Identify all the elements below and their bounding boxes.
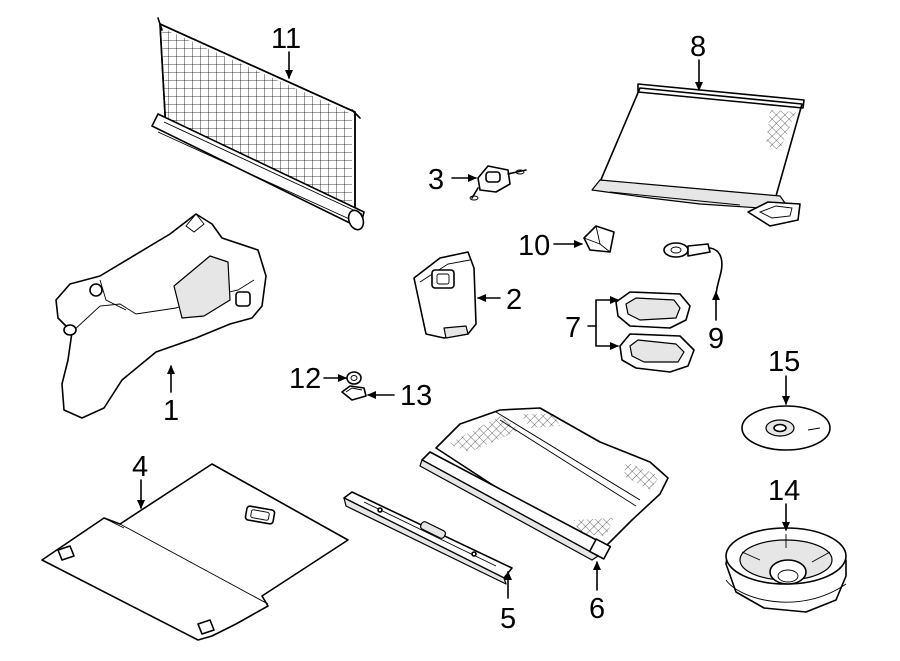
callout-2: 2 [506, 284, 522, 316]
callout-13: 13 [400, 380, 432, 412]
callout-15: 15 [768, 346, 800, 378]
part-7-lamps [615, 291, 695, 373]
callout-1: 1 [163, 395, 179, 427]
callout-11: 11 [271, 23, 301, 55]
callout-5: 5 [500, 603, 516, 635]
part-13-clip [341, 385, 367, 401]
part-15-disc [741, 405, 831, 451]
part-10-block [583, 225, 615, 253]
callout-7: 7 [565, 312, 581, 344]
callout-6: 6 [589, 593, 605, 625]
part-8-sunshade [591, 83, 805, 227]
callout-10: 10 [518, 230, 550, 262]
part-1-side-trim-panel [55, 213, 267, 419]
part-14-wheel-well-insert [725, 527, 847, 613]
arrow-7b [595, 325, 619, 350]
part-2-cover [413, 251, 477, 339]
callout-12: 12 [289, 363, 321, 395]
callout-3: 3 [428, 164, 444, 196]
part-5-sill-plate [343, 491, 513, 585]
part-11-cargo-net [151, 17, 365, 231]
leader-arrows [137, 51, 790, 599]
part-4-floor-mat [41, 463, 349, 641]
callout-labels: 11 8 3 10 2 7 9 1 12 13 15 4 14 5 6 [132, 23, 800, 635]
part-6-luggage-cover [419, 407, 669, 561]
callout-8: 8 [690, 31, 706, 63]
part-3-bracket [469, 165, 527, 201]
part-12-clip [346, 371, 362, 385]
part-9-lamp-wire [663, 242, 723, 297]
callout-4: 4 [132, 451, 148, 483]
callout-9: 9 [708, 323, 724, 355]
callout-14: 14 [768, 475, 800, 507]
arrow-7a [587, 296, 619, 327]
